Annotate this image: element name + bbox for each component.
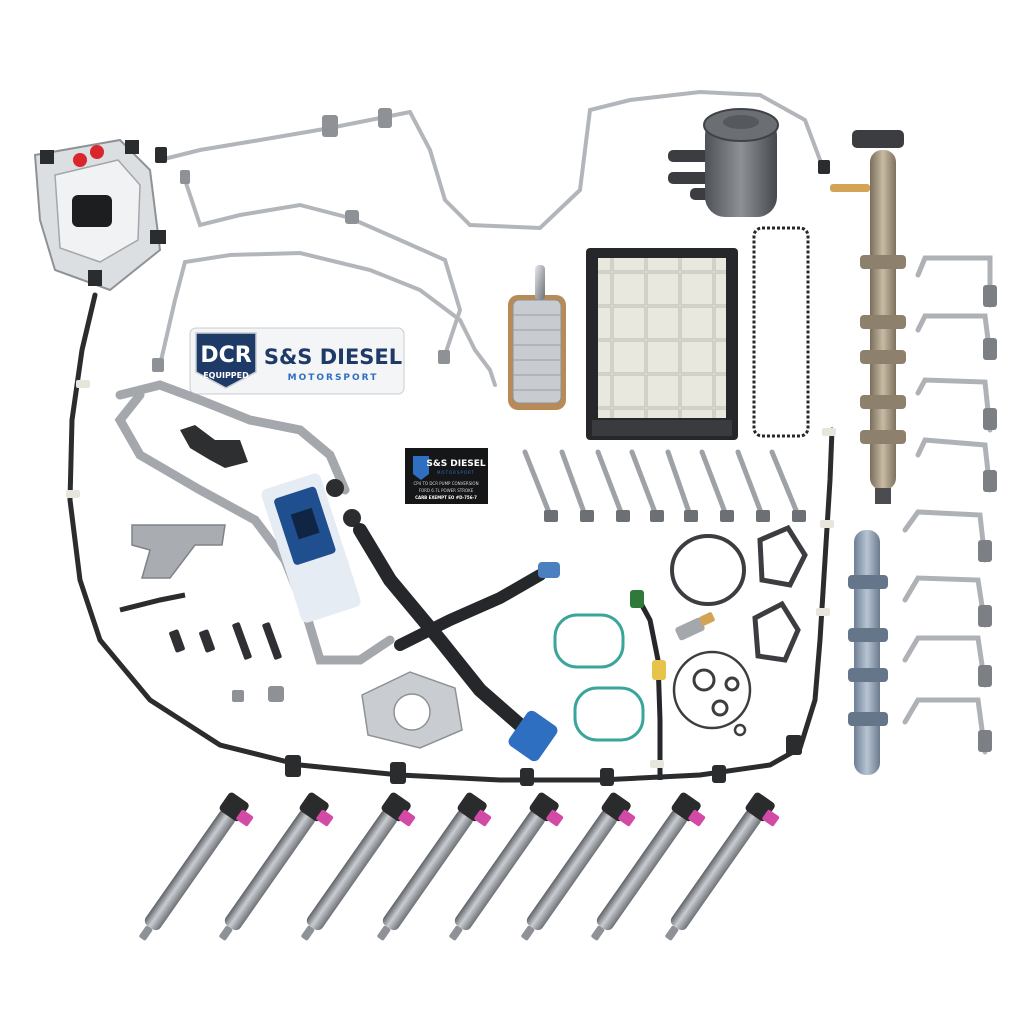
gaskets [553,524,808,742]
fuel-hose [353,523,546,732]
card-line1: CP4 TO DCR PUMP CONVERSION [413,481,478,486]
seal-kit-bag [261,473,361,623]
adapter-plate [361,671,463,749]
card-sub: MOTORSPORT [437,470,475,475]
tube-fittings [326,479,361,527]
fuel-rail-right-bank [848,530,888,775]
decal-brand: S&S DIESEL [264,345,402,369]
injector-lines [902,255,993,755]
decal-badge-bottom: EQUIPPED [203,371,249,380]
return-line-harness [67,292,835,783]
card-brand: S&S DIESEL [426,459,486,469]
bolt-heads [544,510,806,522]
injector-7 [591,792,706,941]
injectors [139,792,780,941]
injector-8 [665,792,780,941]
mounting-bracket [131,524,226,579]
decal-badge-top: DCR [200,343,251,368]
card-line3: CARB EXEMPT EO #D-756-7 [415,495,477,500]
injector-1 [139,792,254,941]
harness-branch [119,592,186,613]
high-pressure-pump [33,138,166,292]
injector-6 [521,792,636,941]
coolant-tube [114,380,395,665]
injector-3 [301,792,416,941]
blue-hose-end [508,710,558,762]
harness-tees [285,735,802,786]
injector-5 [449,792,564,941]
line-fittings [152,108,830,372]
fuel-cooler [508,265,566,410]
harness-clips [66,380,836,768]
injector-4 [377,792,492,941]
head-bolts [522,449,801,518]
hose-connector [538,562,560,578]
dcr-logo-decal: DCR EQUIPPED S&S DIESEL MOTORSPORT [189,327,405,395]
sensor [675,612,715,641]
card-line2: FORD 6.7L POWER STROKE [419,488,474,493]
injector-line-nuts [978,285,997,752]
info-card: S&S DIESEL MOTORSPORT CP4 TO DCR PUMP CO… [405,448,488,504]
clip-bracket [180,425,248,468]
rubber-seal-cord [752,226,810,438]
small-hardware [169,622,284,702]
decal-sub: MOTORSPORT [288,373,379,383]
fuel-rail-left-bank [830,130,906,504]
green-connector-lead [630,590,666,780]
air-filter-panel [586,248,738,440]
fuel-filter-housing [668,108,779,217]
injector-2 [219,792,334,941]
